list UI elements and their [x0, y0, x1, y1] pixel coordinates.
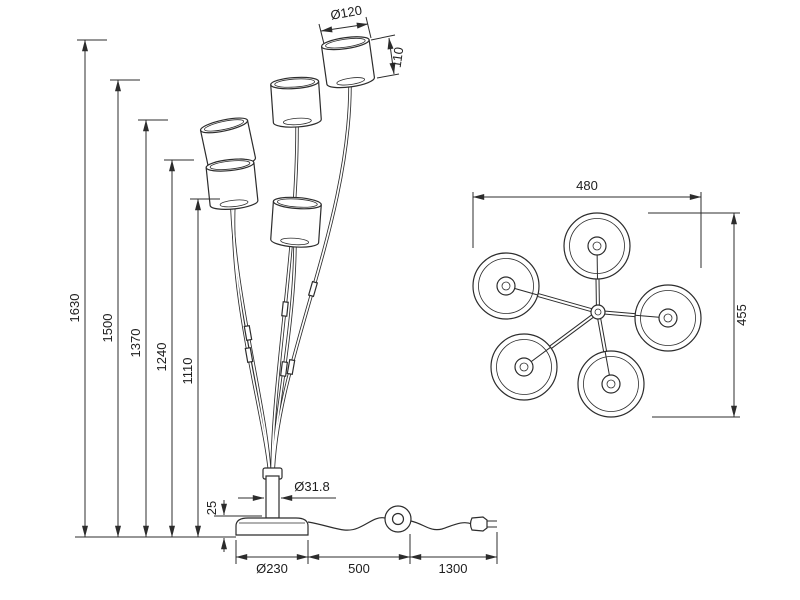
top-shade-5: [490, 333, 558, 401]
shade-1: [320, 36, 376, 89]
dim-label-top-depth: 455: [734, 304, 749, 326]
arm-joint: [307, 280, 319, 298]
dim-height-1500: 1500: [100, 79, 140, 538]
dim-bottom-chain: Ø230 500 1300: [235, 532, 498, 576]
dim-height-1630: 1630: [67, 39, 107, 538]
dim-label-1110: 1110: [180, 358, 195, 385]
lamp-pole-and-base: [235, 467, 309, 536]
dim-label-top-width: 480: [576, 178, 598, 193]
dim-top-depth: 455: [648, 212, 749, 418]
plug: [469, 516, 488, 532]
dim-label-base-diameter: Ø230: [256, 561, 288, 576]
dim-label-cord-500: 500: [348, 561, 370, 576]
top-view-shades: [472, 212, 702, 418]
dim-label-pole-diameter: Ø31.8: [294, 479, 329, 494]
base-plate: [235, 517, 309, 536]
dim-top-width: 480: [472, 178, 702, 268]
arm-joint: [244, 346, 254, 364]
dim-label-1500: 1500: [100, 314, 115, 343]
dim-label-1630: 1630: [67, 294, 82, 323]
dim-label-1370: 1370: [128, 329, 143, 358]
dim-label-shade-height: 110: [389, 46, 407, 69]
arm-joint: [281, 301, 289, 317]
arm-joint: [243, 324, 253, 342]
shade-5: [270, 196, 322, 248]
dim-pole-diameter: Ø31.8: [238, 479, 336, 501]
top-shade-4: [577, 350, 645, 418]
arm-joint: [286, 358, 296, 376]
dim-height-1110: 1110: [180, 198, 220, 538]
pole: [265, 475, 280, 519]
top-view-hub: [590, 304, 606, 320]
side-view-dimensions: 1630 1500 1370 1240 1110 Ø120: [67, 2, 498, 576]
lamp-arms: [229, 81, 352, 478]
shade-2: [270, 76, 322, 128]
top-shade-3: [634, 284, 702, 352]
dim-base-thickness: 25: [204, 500, 262, 552]
top-shade-1: [563, 212, 631, 280]
lamp-shades: [199, 36, 376, 248]
top-shade-2: [472, 252, 540, 320]
dim-label-shade-diameter: Ø120: [329, 2, 363, 22]
top-view: 480 455: [472, 178, 749, 418]
dim-shade-height: 110: [370, 34, 407, 79]
dim-label-cord-1300: 1300: [439, 561, 468, 576]
dim-height-1240: 1240: [154, 159, 194, 538]
shade-4: [205, 158, 259, 210]
power-cord: [307, 505, 497, 533]
dim-label-1240: 1240: [154, 343, 169, 372]
dim-shade-diameter: Ø120: [318, 2, 372, 45]
arm-joint: [279, 361, 289, 377]
dim-label-base-thickness: 25: [204, 501, 219, 515]
side-view-lamp: [199, 36, 497, 536]
dim-height-1370: 1370: [128, 119, 168, 538]
